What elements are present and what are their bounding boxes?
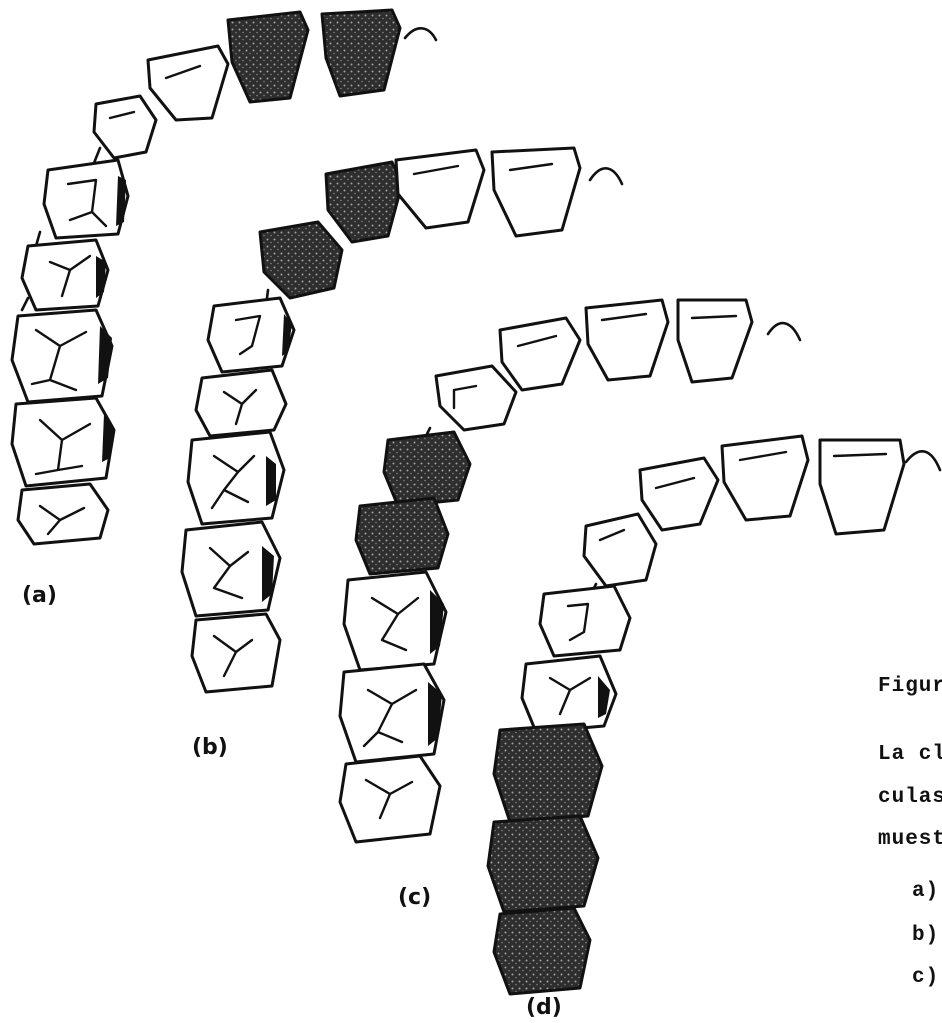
molar-d3 — [488, 816, 598, 912]
incisor-c2 — [678, 300, 752, 382]
molar-a2 — [22, 240, 108, 310]
canine-c — [500, 318, 580, 390]
arch-label-c: (c) — [398, 885, 431, 910]
premolar-b2 — [208, 298, 294, 372]
incisor-b1 — [396, 150, 484, 228]
molar-d4 — [494, 908, 590, 994]
arch-d: (d) — [488, 436, 940, 1020]
arch-label-b: (b) — [192, 735, 228, 760]
canine-a — [148, 46, 228, 120]
canine-b — [326, 162, 402, 242]
incisor-a1 — [228, 12, 308, 102]
molar-a1 — [44, 160, 128, 238]
premolar-d — [584, 514, 656, 586]
molar-a4 — [12, 398, 114, 486]
caption-item-c: c) — [912, 966, 939, 989]
incisor-a2 — [322, 10, 400, 96]
canine-d — [640, 458, 718, 530]
incisor-b2 — [492, 148, 580, 236]
caption-line-4: muest — [878, 828, 942, 851]
caption-line-2: La cl — [878, 743, 942, 766]
premolar-a — [94, 96, 156, 158]
incisor-c1 — [586, 300, 668, 380]
incisor-d1 — [722, 436, 808, 520]
molar-a5 — [18, 484, 108, 544]
molar-c4 — [340, 756, 440, 842]
premolar-c — [436, 366, 516, 430]
caption-item-b: b) — [912, 924, 939, 947]
caption-line-1: Figur — [878, 675, 942, 698]
caption-item-a: a) — [912, 880, 939, 903]
molar-a3 — [12, 310, 112, 402]
arch-label-a: (a) — [22, 583, 57, 608]
arch-label-d: (d) — [526, 995, 562, 1020]
premolar-b — [260, 222, 342, 298]
premolar-c2 — [384, 432, 470, 506]
molar-d2 — [494, 724, 602, 822]
molar-c1 — [356, 498, 448, 574]
caption-line-3: culas — [878, 786, 942, 809]
